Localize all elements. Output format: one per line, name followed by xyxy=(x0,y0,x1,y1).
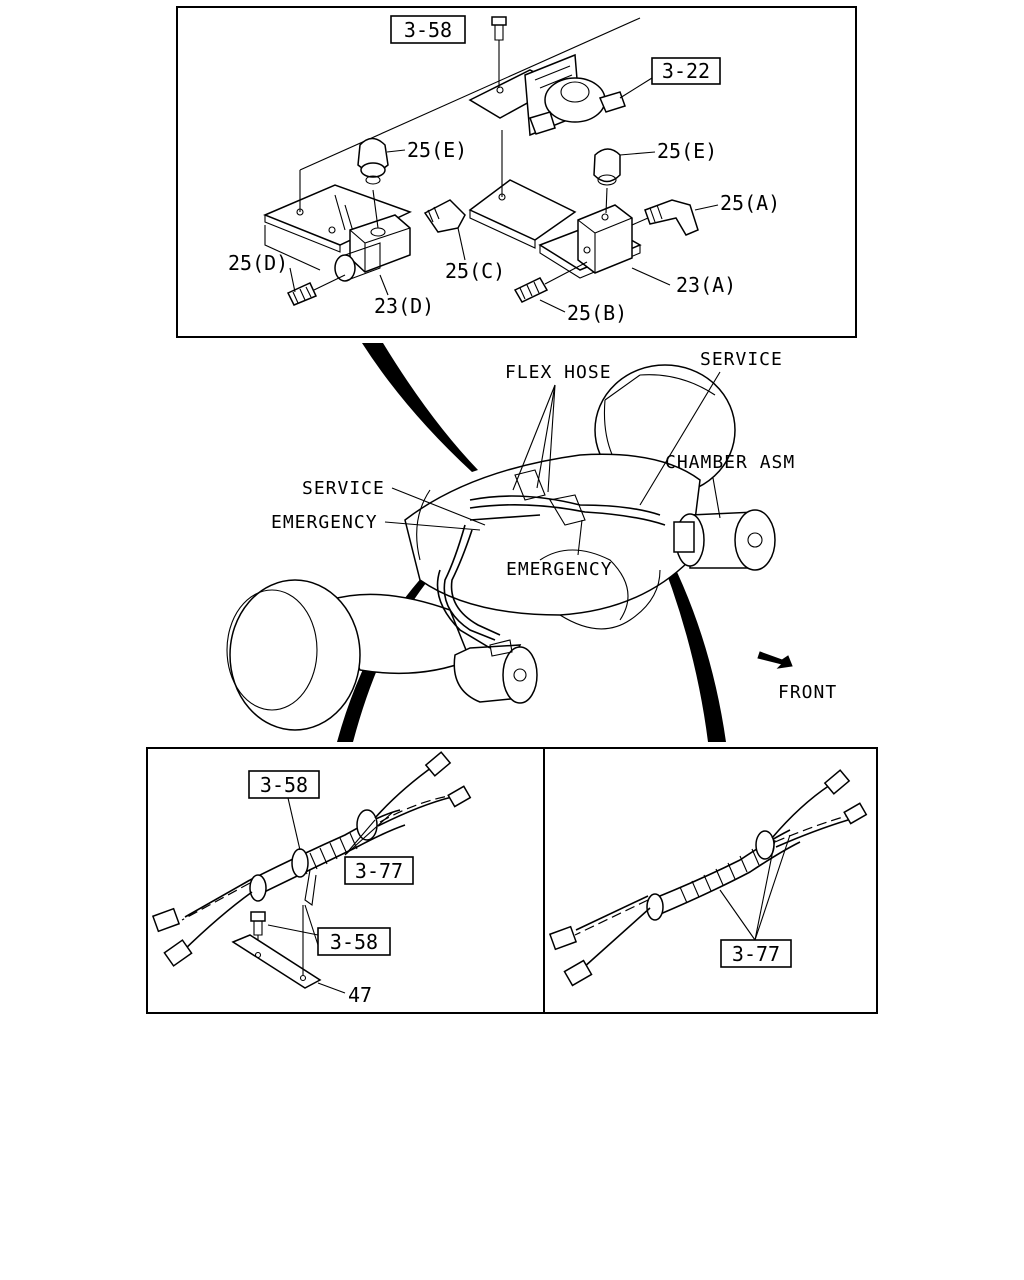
ref-label-3-77-bl: 3-77 xyxy=(355,859,403,883)
fitting-25c xyxy=(423,199,466,233)
label-chamber-asm: CHAMBER ASM xyxy=(665,452,795,473)
axle-assembly: FLEX HOSE SERVICE CHAMBER ASM SERVICE EM… xyxy=(226,343,837,742)
label-25e-right: 25(E) xyxy=(657,139,717,163)
callout-wedge-right xyxy=(654,538,726,742)
ref-label-3-22: 3-22 xyxy=(662,59,710,83)
ref-box-3-77-bl xyxy=(344,856,414,885)
left-brake-drum xyxy=(229,579,361,731)
label-front: FRONT xyxy=(778,682,837,703)
main-leaders xyxy=(384,371,721,556)
ref-label-3-58-bl-top: 3-58 xyxy=(260,773,308,797)
label-flex-hose: FLEX HOSE xyxy=(505,362,612,383)
ref-box-3-58-bl-top xyxy=(248,770,320,799)
fitting-25e-left xyxy=(357,137,389,229)
fitting-25a xyxy=(631,199,699,236)
lower-brake-chamber xyxy=(453,644,538,704)
label-emergency-center: EMERGENCY xyxy=(506,559,613,580)
fitting-25d xyxy=(286,274,346,306)
label-25b: 25(B) xyxy=(567,301,627,325)
left-bracket-plate xyxy=(263,184,412,246)
ref-label-3-58-bl-bottom: 3-58 xyxy=(330,930,378,954)
label-23a: 23(A) xyxy=(676,273,736,297)
upper-bracket-3-22 xyxy=(468,53,626,137)
chamber-asm-right xyxy=(673,509,776,571)
label-service-right: SERVICE xyxy=(700,349,783,370)
ref-box-3-22 xyxy=(651,57,721,85)
plate-47 xyxy=(231,934,322,989)
hose-assembly-right xyxy=(548,769,868,987)
bottom-right-panel: 3-77 xyxy=(543,747,878,1014)
label-25a: 25(A) xyxy=(720,191,780,215)
ref-label-3-77-br: 3-77 xyxy=(732,942,780,966)
label-25e-left: 25(E) xyxy=(407,138,467,162)
ref-box-3-77-br xyxy=(720,939,792,968)
brake-hoses xyxy=(436,469,666,657)
top-leaders xyxy=(289,77,719,313)
fitting-25b xyxy=(513,261,588,303)
reference-line xyxy=(299,17,641,171)
label-23d: 23(D) xyxy=(374,294,434,318)
bottom-left-panel: 3-58 3-77 3-58 47 xyxy=(146,747,545,1014)
ref-box-3-58-top xyxy=(390,15,466,44)
top-panel-frame xyxy=(176,6,857,338)
label-25c: 25(C) xyxy=(445,259,505,283)
tee-block-23d xyxy=(334,214,411,282)
center-plate xyxy=(468,179,577,241)
ref-label-3-58-top: 3-58 xyxy=(404,18,452,42)
hose-assembly-left xyxy=(151,751,472,967)
front-arrow-icon xyxy=(757,651,793,669)
bottom-right-frame xyxy=(543,747,878,1014)
label-emergency-left: EMERGENCY xyxy=(271,512,378,533)
top-detail-panel: 3-58 3-22 25(E) 25(E) 25(A) 25(D) 25(C) … xyxy=(176,6,857,338)
callout-wedge-top xyxy=(362,343,478,472)
bolt-3-58 xyxy=(491,16,507,88)
label-47: 47 xyxy=(348,983,372,1007)
left-axle-arm xyxy=(328,593,471,675)
block-23a xyxy=(538,204,642,279)
fitting-25e-right xyxy=(593,148,621,214)
callout-wedge-left xyxy=(337,575,430,742)
label-25d: 25(D) xyxy=(228,251,288,275)
label-service-left: SERVICE xyxy=(302,478,385,499)
ref-box-3-58-bl-bottom xyxy=(317,927,391,956)
